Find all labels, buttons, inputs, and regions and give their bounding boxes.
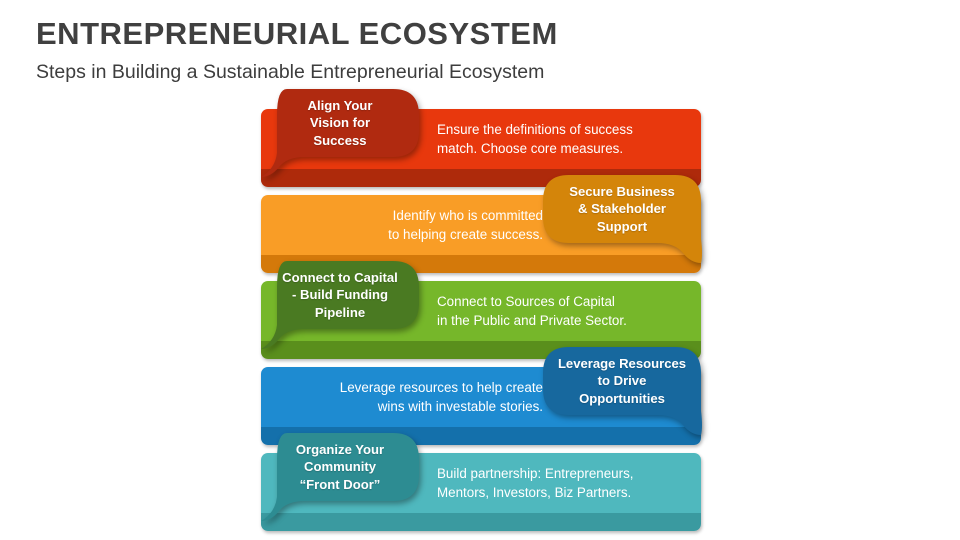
- step-description: Leverage resources to help create wins wi…: [273, 367, 543, 427]
- step-description-line: wins with investable stories.: [377, 399, 543, 414]
- step-description-line: Build partnership: Entrepreneurs,: [437, 465, 634, 481]
- callout-bubble-shape: [543, 175, 702, 263]
- step-description-line: Leverage resources to help create: [339, 379, 543, 395]
- step-callout-label-line: Organize Your: [295, 441, 385, 457]
- step-callout-label-line: “Front Door”: [299, 476, 381, 492]
- step-description-line: Connect to Sources of Capital: [437, 293, 615, 309]
- step-description: Build partnership: Entrepreneurs, Mentors…: [437, 453, 689, 513]
- step-callout-label-line: Success: [313, 132, 367, 148]
- callout-bubble-shape: [261, 261, 419, 349]
- page-title: ENTREPRENEURIAL ECOSYSTEM: [36, 16, 558, 51]
- step-description-line: to helping create success.: [388, 227, 543, 242]
- step-callout-label-line: Opportunities: [579, 390, 665, 406]
- step-callout-label-line: Support: [596, 218, 648, 234]
- step-callout-label-line: Vision for: [309, 115, 371, 131]
- band-shade: [261, 513, 701, 531]
- step-callout-label-line: - Build Funding: [292, 287, 388, 303]
- step-description: Ensure the definitions of success match. …: [437, 109, 689, 169]
- step-callout-label-line: Community: [303, 459, 376, 475]
- page-subtitle: Steps in Building a Sustainable Entrepre…: [36, 60, 545, 83]
- callout-bubble-shape: [543, 347, 702, 435]
- step-callout-label-line: Leverage Resources: [557, 355, 687, 371]
- step-description-line: Ensure the definitions of success: [437, 121, 633, 137]
- step-description-line: match. Choose core measures.: [437, 141, 624, 156]
- step-description-line: Identify who is committed: [392, 207, 543, 223]
- slide-header: ENTREPRENEURIAL ECOSYSTEM Steps in Build…: [36, 16, 916, 84]
- step-description: Identify who is committed to helping crea…: [273, 195, 543, 255]
- step-callout-label-line: Connect to Capital: [282, 269, 398, 285]
- step-description-line: Mentors, Investors, Biz Partners.: [437, 485, 632, 500]
- step-callout-label-line: & Stakeholder: [577, 201, 667, 217]
- callout-bubble-shape: [261, 433, 419, 521]
- step-callout-label-line: Secure Business: [569, 183, 675, 199]
- step-description-line: in the Public and Private Sector.: [437, 313, 627, 328]
- step-callout-label-line: Pipeline: [314, 304, 366, 320]
- step-description: Connect to Sources of Capital in the Publ…: [437, 281, 689, 341]
- step-callout-label-line: Align Your: [307, 97, 373, 113]
- step-callout-label-line: to Drive: [597, 373, 647, 389]
- callout-bubble-shape: [261, 89, 419, 177]
